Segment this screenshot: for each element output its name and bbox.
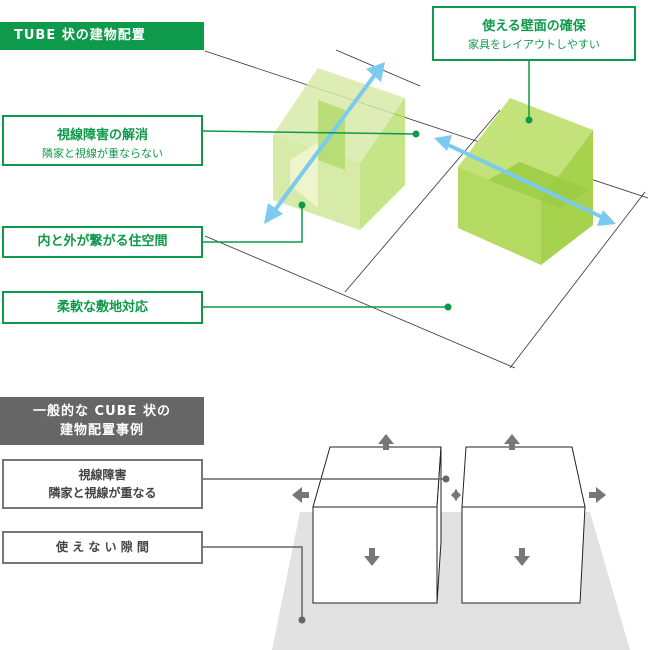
sightline-overlap-line2: 隣家と視線が重なる <box>48 486 157 500</box>
grey-arrows <box>292 434 606 566</box>
cube-building-right <box>461 446 586 604</box>
inside-outside-box: 内と外が繋がる住空間 <box>2 226 203 258</box>
sightline-overlap-box: 視線障害 隣家と視線が重なる <box>2 459 203 509</box>
usable-wall-box: 使える壁面の確保 家具をレイアウトしやすい <box>432 6 636 61</box>
sightline-resolve-subtitle: 隣家と視線が重ならない <box>42 147 163 160</box>
cube-header: 一般的な CUBE 状の 建物配置事例 <box>0 397 204 445</box>
leader-lines-grey <box>203 475 450 624</box>
unusable-gap-box: 使 え な い 隙 間 <box>2 531 203 564</box>
inside-outside-title: 内と外が繋がる住空間 <box>37 234 168 249</box>
unusable-gap-title: 使 え な い 隙 間 <box>56 540 149 554</box>
tube-building-right <box>458 98 593 265</box>
cube-building-left <box>312 446 442 604</box>
sightline-arrows <box>264 62 616 226</box>
tube-header: TUBE 状の建物配置 <box>0 22 204 50</box>
usable-wall-title: 使える壁面の確保 <box>482 19 586 34</box>
sightline-resolve-title: 視線障害の解消 <box>56 128 148 143</box>
sightline-resolve-box: 視線障害の解消 隣家と視線が重ならない <box>2 115 203 166</box>
flexible-site-title: 柔軟な敷地対応 <box>56 300 148 315</box>
usable-wall-subtitle: 家具をレイアウトしやすい <box>468 38 600 51</box>
cube-header-line1: 一般的な CUBE 状の <box>33 404 171 419</box>
cube-header-line2: 建物配置事例 <box>59 423 144 438</box>
sightline-overlap-line1: 視線障害 <box>78 468 127 482</box>
tube-building-left <box>273 68 405 230</box>
flexible-site-box: 柔軟な敷地対応 <box>2 291 203 324</box>
leader-lines-green <box>202 61 533 311</box>
